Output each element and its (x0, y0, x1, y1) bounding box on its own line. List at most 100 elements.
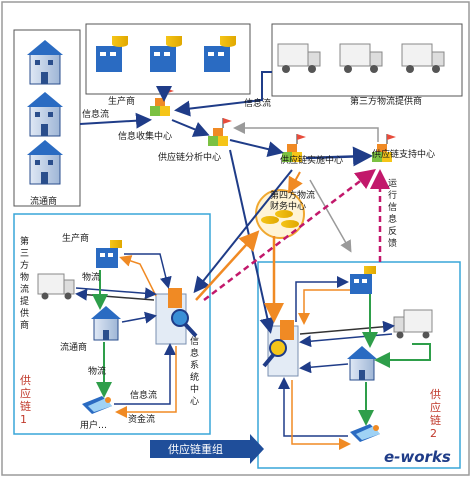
label-logistics-1: 物流 (82, 271, 100, 283)
label-distributor-l: 流通商 (60, 341, 87, 353)
fourth-party-finance-icon (255, 189, 305, 239)
svg-text:行: 行 (388, 189, 397, 201)
svg-text:供: 供 (20, 307, 29, 319)
svg-text:息: 息 (190, 347, 199, 359)
svg-text:信: 信 (190, 335, 199, 347)
arrow-sc1-fourth (195, 230, 260, 301)
restructure-banner (150, 434, 264, 464)
svg-text:系: 系 (190, 360, 199, 371)
factory-icon (150, 36, 182, 72)
truck-icon (393, 309, 433, 339)
svg-text:物: 物 (20, 271, 29, 283)
arrow-info-flow-distributor (79, 112, 152, 129)
arrow-sc2-distributor-center (299, 361, 349, 374)
svg-text:链: 链 (430, 413, 441, 427)
svg-text:提: 提 (20, 296, 29, 307)
arrow-feedback-sc1 (203, 168, 376, 301)
arrow-sc1-center-truck (75, 288, 155, 301)
svg-text:统: 统 (190, 371, 199, 383)
svg-text:反: 反 (388, 226, 397, 237)
building-icon (27, 92, 63, 137)
arrow-collect-analysis (171, 119, 210, 137)
building-icon (91, 306, 121, 341)
label-producer-l: 生产商 (62, 232, 89, 244)
label-info-flow-2: 信息流 (244, 97, 271, 109)
arrow-sc1-capital (115, 346, 177, 418)
label-producer-top: 生产商 (108, 95, 135, 107)
label-users: 用户… (80, 419, 107, 431)
arrow-info-flow-third-party (174, 71, 272, 117)
arrow-sc2-producer-center (298, 289, 350, 325)
label-sc-impl: 供应链实施中心 (280, 154, 343, 166)
factory-icon (204, 36, 236, 72)
hub-icon-analysis (208, 118, 232, 146)
arrow-sc2-user-info (278, 377, 348, 437)
supply-chain-2-box (257, 261, 461, 469)
svg-text:供: 供 (430, 387, 441, 401)
building-icon (27, 40, 63, 85)
info-system-center-icon (262, 320, 299, 377)
arrow-sc1-user-info (114, 343, 176, 405)
svg-text:应: 应 (20, 386, 31, 400)
label-distributor-top: 流通商 (30, 195, 57, 207)
info-system-center-icon (155, 288, 198, 345)
arrow-sc1-distributor-center (121, 311, 157, 324)
label-capital-flow: 资金流 (128, 413, 155, 425)
arrow-impl-sc1 (193, 169, 293, 294)
label-third-party-top: 第三方物流提供商 (350, 95, 422, 107)
svg-text:商: 商 (20, 319, 29, 331)
svg-text:信: 信 (388, 201, 397, 213)
arrow-sc2-center-truck (299, 320, 395, 335)
arrow-sc2-truck-center (299, 333, 393, 348)
label-info-system: 信 息 系 统 中 心 (190, 335, 199, 407)
svg-text:2: 2 (430, 427, 437, 440)
arrow-impl-fourth (288, 171, 303, 194)
label-info-collect: 信息收集中心 (118, 130, 172, 142)
arrow-analysis-impl (229, 139, 284, 157)
truck-icon (277, 43, 321, 73)
label-info-flow-1: 信息流 (82, 108, 109, 120)
hub-icon-impl (282, 134, 306, 162)
label-sc-analysis: 供应链分析中心 (158, 151, 221, 163)
building-icon (347, 346, 377, 381)
svg-text:息: 息 (388, 213, 397, 225)
arrow-sc1-producer-center (124, 253, 172, 289)
arrow-sc2-center-producer (295, 276, 349, 322)
label-feedback: 运 行 信 息 反 馈 (388, 178, 397, 249)
factory-icon (96, 36, 128, 72)
svg-text:流: 流 (20, 283, 29, 295)
svg-text:第: 第 (20, 235, 29, 247)
label-sc-support: 供应链支持中心 (372, 148, 435, 160)
arrow-impl-support (305, 146, 373, 167)
label-logistics-2: 物流 (88, 365, 106, 377)
building-icon (27, 140, 63, 185)
svg-text:应: 应 (430, 400, 441, 414)
svg-text:供: 供 (20, 373, 31, 387)
svg-text:中: 中 (190, 383, 199, 395)
label-info-flow-3: 信息流 (130, 389, 157, 401)
factory-icon (96, 240, 122, 268)
truck-icon (339, 43, 383, 73)
svg-text:馈: 馈 (388, 237, 397, 249)
truck-icon (401, 43, 445, 73)
arrow-sc1-truck-center (75, 287, 157, 300)
label-third-party-l: 第 三 方 物 流 提 供 商 (20, 235, 29, 331)
arrow-sc2-capital (291, 380, 351, 450)
watermark-logo: e-works (384, 448, 451, 466)
label-fourth-party-2: 财务中心 (270, 200, 306, 212)
svg-text:链: 链 (20, 399, 31, 413)
arrow-impl-sc2-gray (309, 179, 352, 253)
arrow-support-analysis (233, 122, 379, 142)
supply-chain-1-box (13, 213, 211, 435)
truck-icon (37, 273, 75, 300)
svg-text:方: 方 (20, 259, 29, 271)
arrow-sc1-center-producer (119, 255, 157, 297)
user-book-icon (82, 396, 112, 414)
label-restructure: 供应链重组 (168, 442, 223, 456)
svg-text:三: 三 (20, 249, 29, 259)
arrow-sc2-truck-distributor (374, 343, 431, 368)
hub-icon-support (372, 134, 396, 162)
